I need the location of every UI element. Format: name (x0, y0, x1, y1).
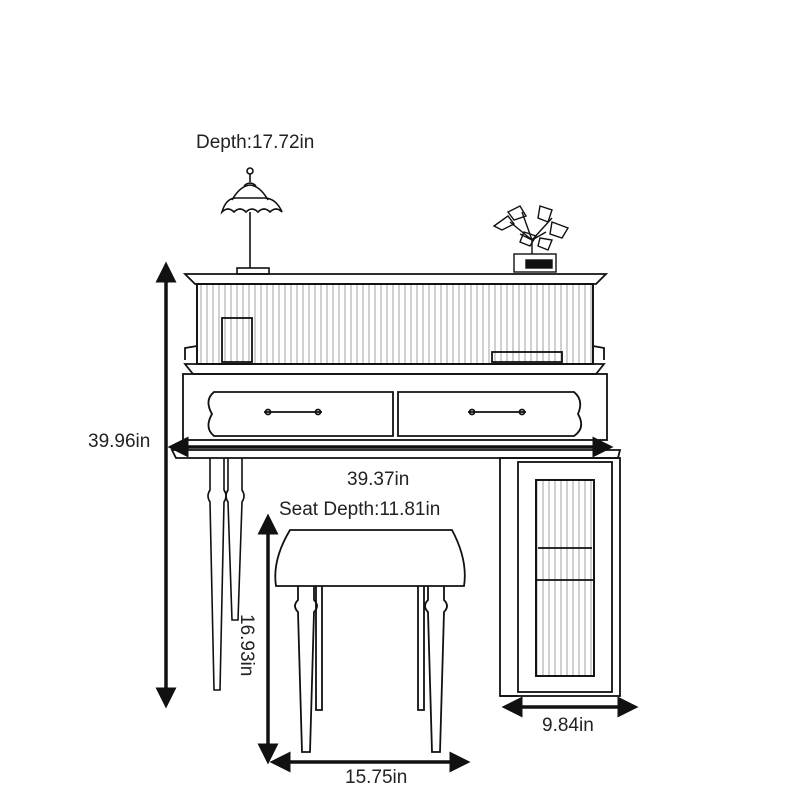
desk-hutch (182, 273, 609, 365)
stool-width-label: 15.75in (345, 767, 408, 788)
depth-label: Depth:17.72in (196, 132, 315, 153)
seat-depth-label: Seat Depth:11.81in (279, 499, 441, 520)
width-label: 39.37in (347, 469, 410, 490)
desk-top (170, 449, 622, 459)
desk-drawers (182, 363, 608, 441)
desk-legs (207, 458, 245, 691)
table-lamp (220, 167, 283, 275)
stool (274, 529, 466, 753)
height-label: 39.96in (88, 431, 151, 452)
dimension-arrows (155, 261, 639, 773)
side-cabinet (499, 457, 621, 697)
cabinet-width-label: 9.84in (542, 715, 594, 736)
stool-height-label: 16.93in (236, 614, 257, 677)
potted-plant (492, 205, 570, 273)
